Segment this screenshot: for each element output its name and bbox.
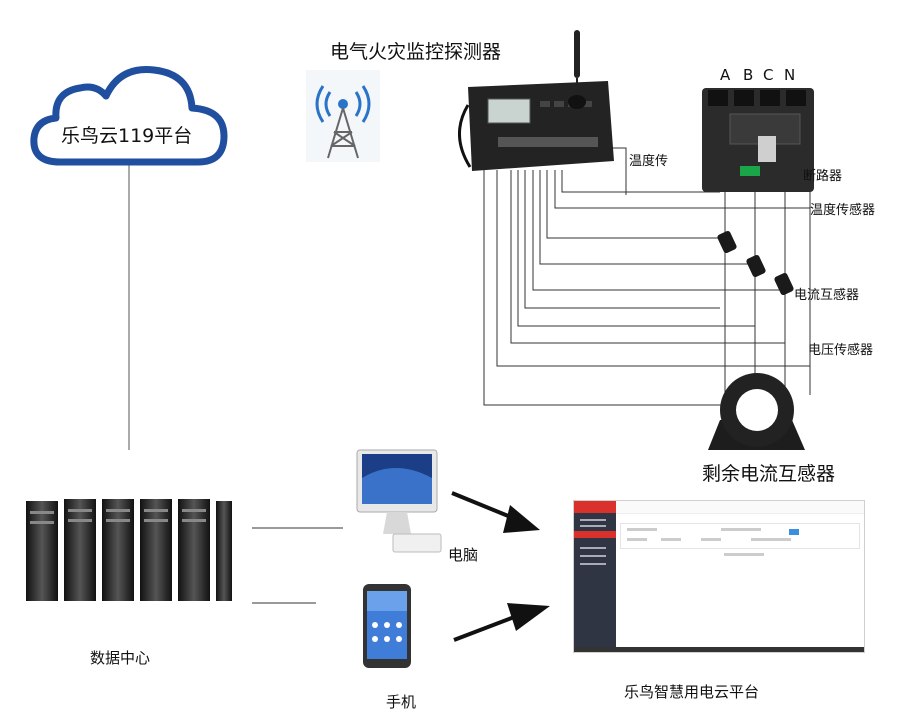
phone-label: 手机 [386, 693, 417, 711]
temp-sensor-label: 温度传感器 [810, 203, 876, 218]
residual-ct-label: 剩余电流互感器 [702, 463, 836, 485]
phase-label-n: N [784, 66, 796, 84]
phase-label-c: C [763, 66, 774, 84]
phase-label-a: A [720, 66, 731, 84]
server-rack-icon [22, 495, 236, 607]
computer-label: 电脑 [448, 546, 479, 564]
smartphone-icon [362, 583, 412, 669]
phase-label-b: B [743, 66, 754, 84]
breaker-label: 断路器 [803, 169, 843, 184]
detector-label: 电气火灾监控探测器 [330, 41, 502, 63]
antenna-icon [562, 28, 592, 114]
data-center-label: 数据中心 [90, 649, 151, 667]
platform-label: 乐鸟智慧用电云平台 [624, 683, 760, 701]
sensor-wires [483, 147, 810, 406]
toroid-icon [708, 373, 805, 450]
circuit-breaker-icon [700, 84, 816, 194]
platform-screenshot [573, 500, 865, 653]
current-transformer-label: 电流互感器 [794, 288, 860, 303]
desktop-computer-icon [355, 448, 445, 558]
voltage-sensor-label: 电压传感器 [808, 343, 874, 358]
temp-sensor-partial-label: 温度传 [629, 154, 669, 169]
antenna-tower-icon [306, 70, 380, 162]
cloud-label: 乐鸟云119平台 [61, 125, 193, 147]
arrow-icon [451, 491, 550, 642]
cloud-icon [30, 62, 230, 170]
ct-clamp-icon [717, 230, 794, 296]
detector-device-icon [458, 75, 618, 175]
